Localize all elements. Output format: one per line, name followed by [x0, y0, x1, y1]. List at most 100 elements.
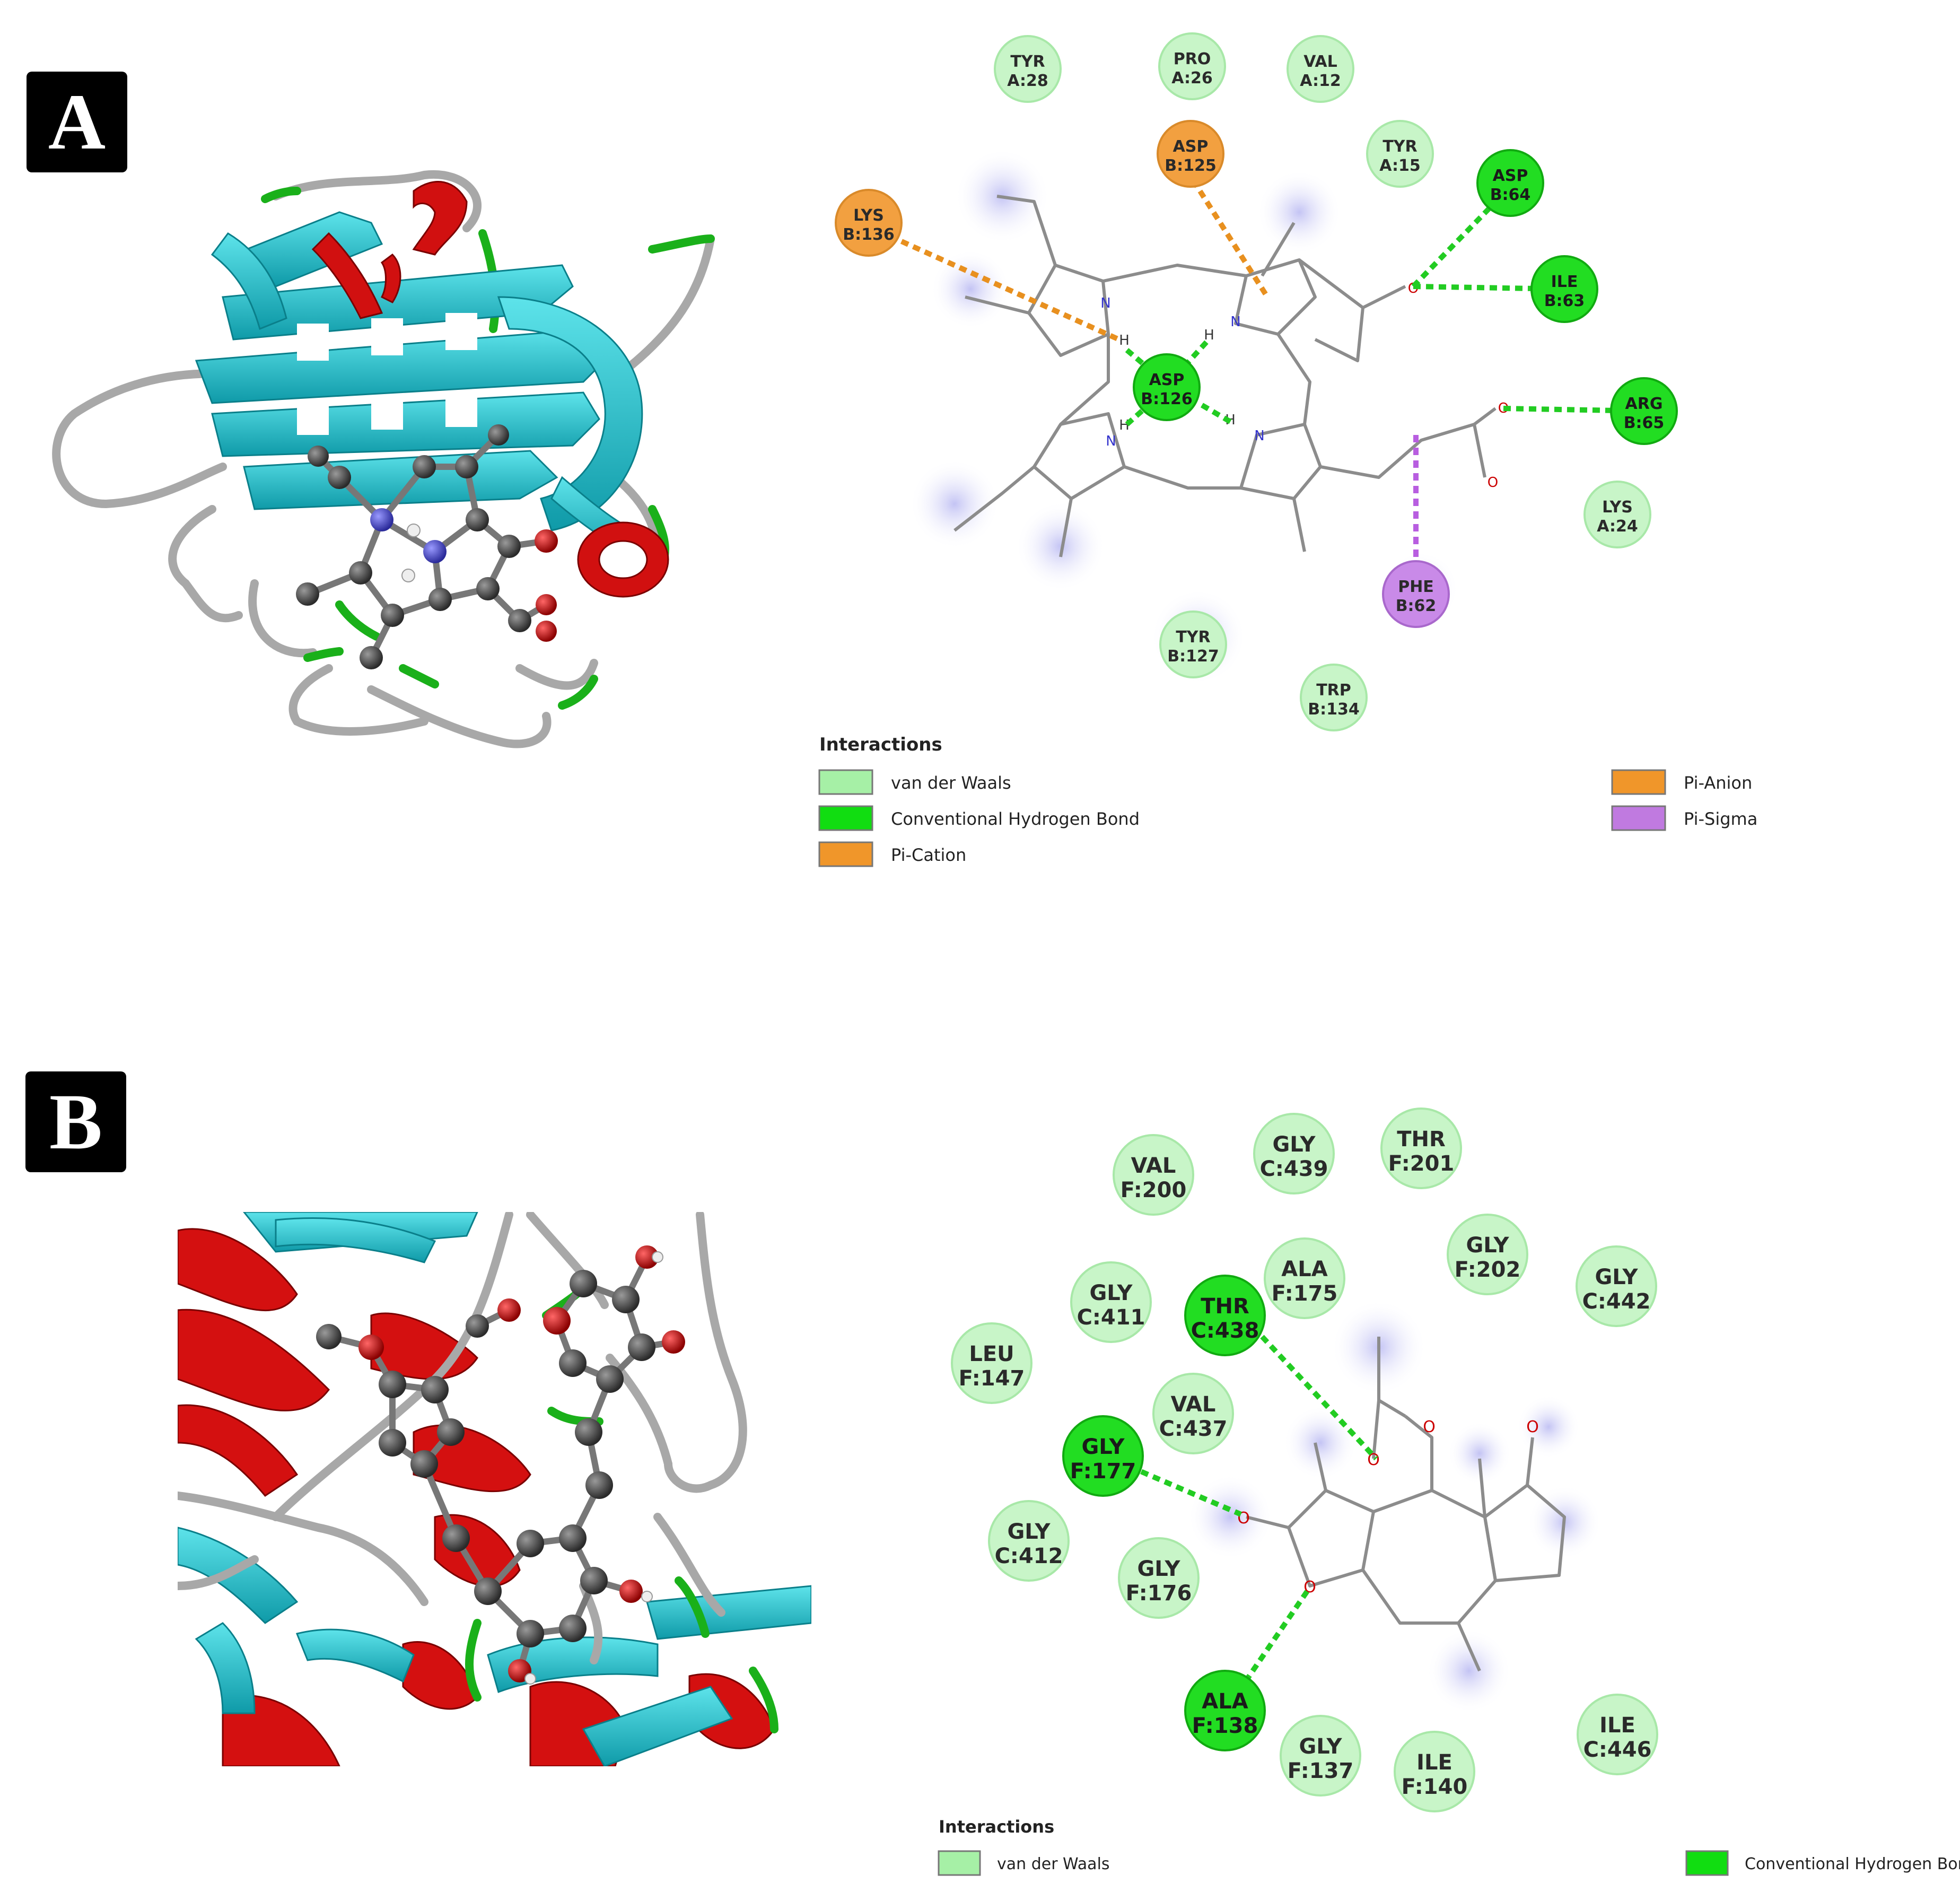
- residue-bubble: [835, 189, 903, 257]
- residue-chain: C:439: [1260, 1157, 1328, 1181]
- legend-swatch-vdw: [938, 1850, 981, 1876]
- residue-bubble: [1157, 120, 1224, 188]
- residue-chain: B:136: [843, 225, 895, 244]
- svg-text:N: N: [1254, 428, 1264, 444]
- ligand-atoms: [296, 424, 558, 669]
- svg-text:N: N: [1230, 314, 1240, 330]
- residue-bubble: [1577, 1694, 1658, 1775]
- residue-name: VAL: [1131, 1154, 1176, 1178]
- residue-name: TYR: [1010, 53, 1045, 71]
- legend-hbond-label: Conventional Hydrogen Bond: [1745, 1855, 1960, 1873]
- residue-bubble: [1133, 353, 1201, 421]
- residue-bubble: [1253, 1113, 1335, 1194]
- panel-b-protein-3d: [178, 1212, 811, 1766]
- residue-chain: B:126: [1141, 390, 1193, 408]
- residue-name: THR: [1397, 1127, 1446, 1152]
- residue-chain: F:140: [1402, 1775, 1468, 1799]
- residue-chain: F:201: [1388, 1152, 1455, 1176]
- residue-name: TYR: [1176, 628, 1210, 647]
- residue-chain: A:24: [1597, 517, 1638, 536]
- residue-name: GLY: [1089, 1281, 1133, 1305]
- panel-a-ligand-2d: N N N N H H H H O O O: [900, 149, 1644, 684]
- residue-chain: F:147: [959, 1366, 1025, 1391]
- svg-text:O: O: [1423, 1418, 1436, 1436]
- residue-name: ASP: [1149, 371, 1185, 389]
- svg-text:H: H: [1119, 333, 1130, 348]
- svg-text:O: O: [1488, 475, 1498, 491]
- residue-chain: C:437: [1159, 1417, 1228, 1441]
- legend-hbond-label: Conventional Hydrogen Bond: [891, 809, 1140, 829]
- legend-vdw-label: van der Waals: [891, 773, 1011, 793]
- residue-bubble: [1394, 1731, 1475, 1812]
- residue-name: THR: [1201, 1294, 1249, 1319]
- residue-name: GLY: [1466, 1233, 1509, 1258]
- svg-text:N: N: [1100, 295, 1110, 311]
- residue-name: PRO: [1174, 50, 1211, 68]
- svg-text:O: O: [1526, 1418, 1539, 1436]
- legend-title: Interactions: [819, 734, 942, 755]
- residue-chain: F:175: [1272, 1281, 1338, 1306]
- residue-chain: C:438: [1191, 1319, 1259, 1343]
- residue-chain: A:12: [1300, 72, 1341, 90]
- residue-bubble: [1184, 1670, 1266, 1751]
- residue-chain: F:177: [1070, 1459, 1136, 1484]
- residue-chain: C:442: [1582, 1289, 1651, 1314]
- residue-bubble: [1159, 611, 1227, 678]
- panel-b-ligand-2d: O O O O O: [1128, 1300, 1602, 1713]
- residue-bubble: [1476, 149, 1544, 217]
- panel-a-residues: TYRA:28PROA:26VALA:12ASPB:125TYRA:15ASPB…: [835, 32, 1678, 731]
- residue-bubble: [1366, 120, 1434, 188]
- svg-text:N: N: [1106, 433, 1116, 449]
- residue-bubble: [1070, 1261, 1152, 1343]
- residue-chain: F:202: [1455, 1258, 1521, 1282]
- residue-name: VAL: [1303, 53, 1337, 71]
- residue-chain: B:127: [1167, 647, 1219, 666]
- legend-pi-sigma-label: Pi-Sigma: [1684, 809, 1757, 829]
- residue-bubble: [1152, 1373, 1234, 1454]
- residue-chain: F:138: [1192, 1714, 1258, 1738]
- panel-b-legend: Interactions van der Waals Conventional …: [938, 1817, 1960, 1876]
- residue-bubble: [1184, 1275, 1266, 1356]
- residue-name: GLY: [1299, 1734, 1342, 1759]
- residue-name: GLY: [1137, 1557, 1180, 1581]
- legend-swatch-vdw: [818, 769, 873, 795]
- residue-chain: B:125: [1165, 156, 1217, 175]
- residue-name: TYR: [1382, 137, 1417, 156]
- residue-chain: B:63: [1544, 292, 1585, 310]
- residue-chain: B:134: [1308, 700, 1360, 719]
- residue-chain: F:176: [1126, 1581, 1192, 1606]
- legend-swatch-pi-cation: [818, 841, 873, 867]
- legend-title: Interactions: [939, 1817, 1054, 1837]
- residue-bubble: [1583, 481, 1651, 548]
- residue-bubble: [1287, 35, 1354, 103]
- residue-name: ILE: [1416, 1750, 1452, 1775]
- residue-name: ARG: [1625, 395, 1663, 413]
- residue-bubble: [1530, 255, 1598, 323]
- residue-bubble: [1610, 377, 1678, 445]
- residue-name: VAL: [1171, 1392, 1216, 1417]
- residue-bubble: [1280, 1715, 1361, 1797]
